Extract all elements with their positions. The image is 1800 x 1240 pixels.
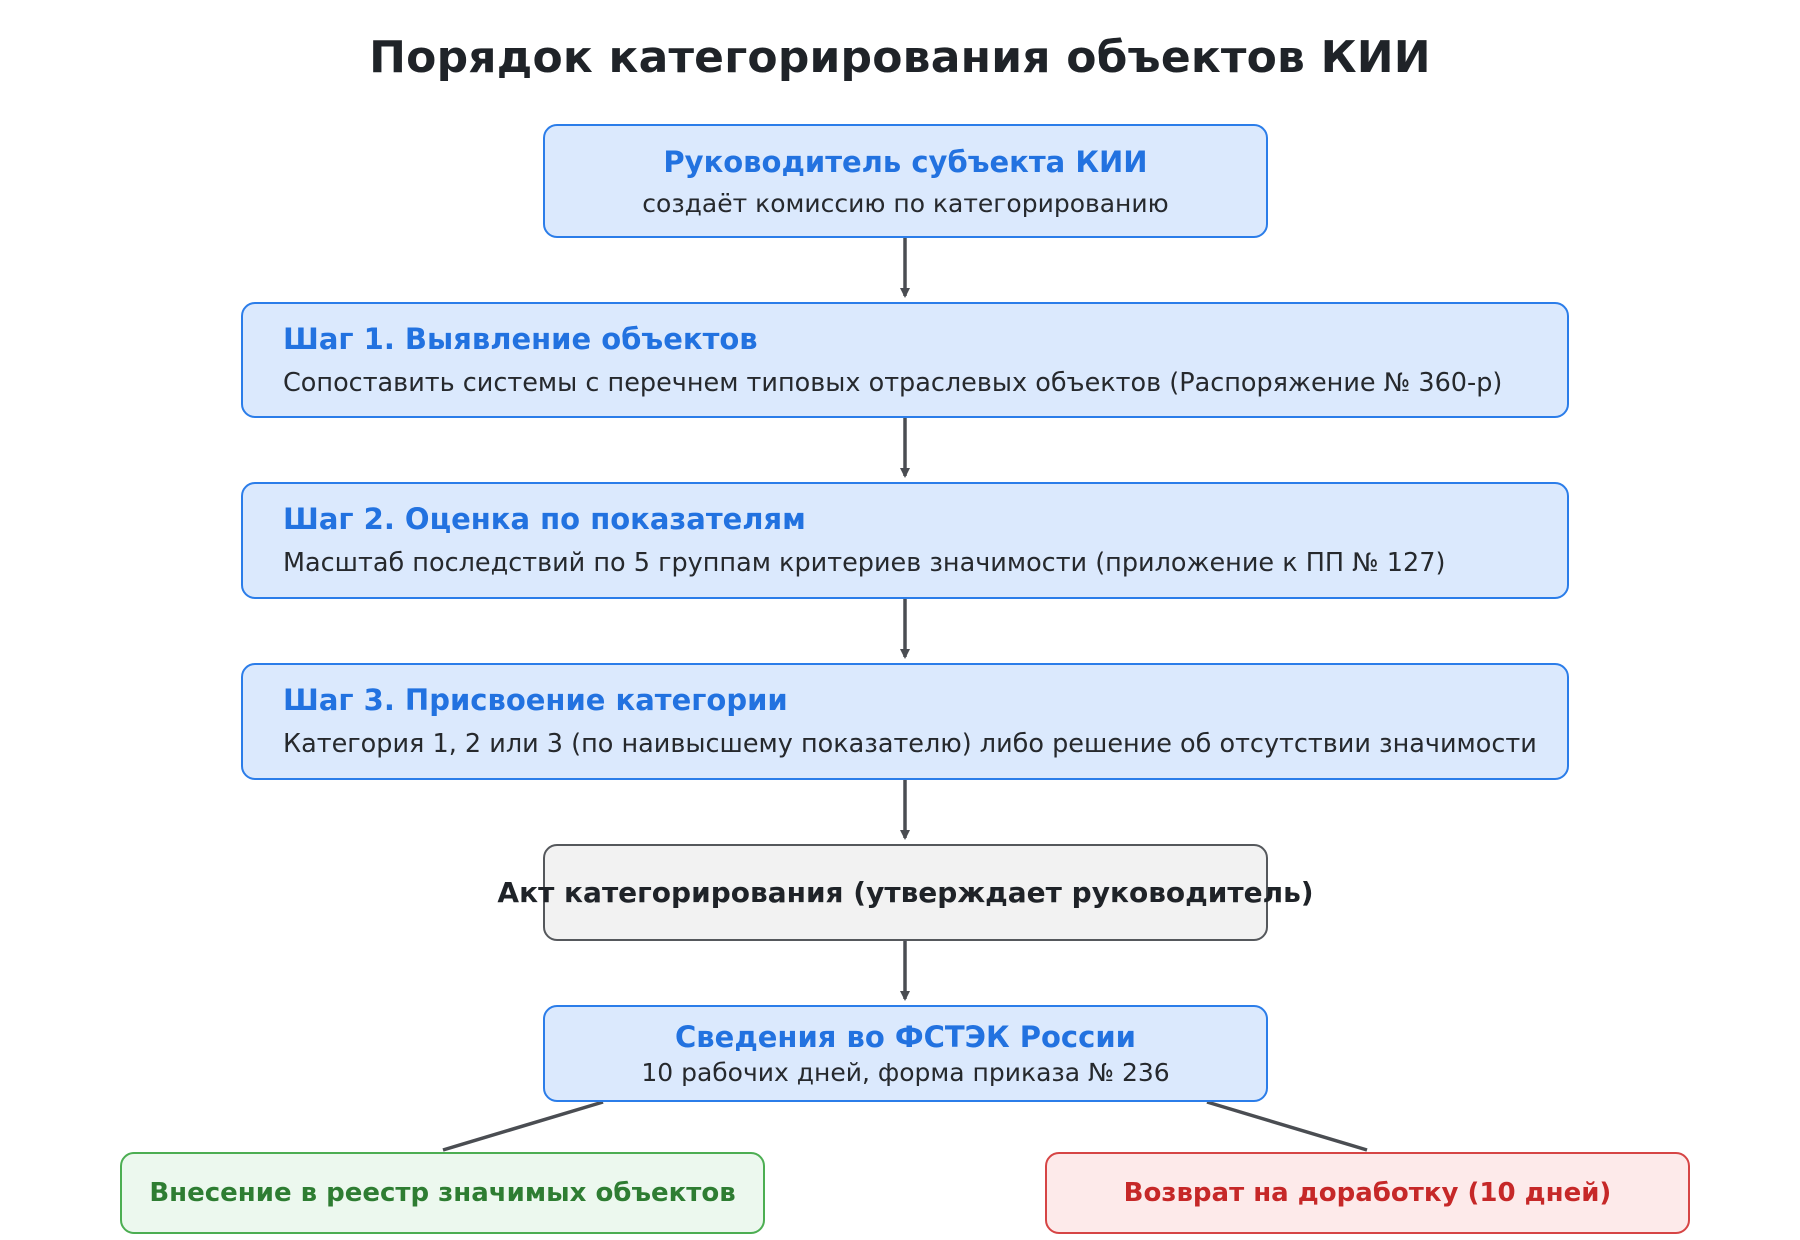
node-step2-title: Шаг 2. Оценка по показателям [283, 502, 806, 536]
node-step3: Шаг 3. Присвоение категории Категория 1,… [241, 663, 1569, 780]
node-head: Руководитель субъекта КИИ создаёт комисс… [543, 124, 1268, 238]
node-rework-title: Возврат на доработку (10 дней) [1123, 1178, 1612, 1208]
node-step1-title: Шаг 1. Выявление объектов [283, 322, 758, 356]
node-fstec: Сведения во ФСТЭК России 10 рабочих дней… [543, 1005, 1268, 1102]
node-rework: Возврат на доработку (10 дней) [1045, 1152, 1690, 1234]
node-step1-subtitle: Сопоставить системы с перечнем типовых о… [283, 368, 1503, 398]
node-step2-subtitle: Масштаб последствий по 5 группам критери… [283, 548, 1446, 578]
node-act-title: Акт категорирования (утверждает руководи… [497, 876, 1314, 909]
node-step3-subtitle: Категория 1, 2 или 3 (по наивысшему пока… [283, 729, 1537, 759]
line-fstec-to-rework [1206, 1100, 1368, 1152]
node-step2: Шаг 2. Оценка по показателям Масштаб пос… [241, 482, 1569, 599]
diagram-title: Порядок категорирования объектов КИИ [369, 32, 1431, 83]
node-fstec-subtitle: 10 рабочих дней, форма приказа № 236 [641, 1058, 1170, 1087]
node-act: Акт категорирования (утверждает руководи… [497, 844, 1314, 941]
node-head-subtitle: создаёт комиссию по категорированию [642, 188, 1169, 218]
line-fstec-to-registry [442, 1100, 604, 1152]
node-fstec-title: Сведения во ФСТЭК России [675, 1020, 1136, 1054]
node-head-title: Руководитель субъекта КИИ [663, 144, 1148, 179]
node-step3-title: Шаг 3. Присвоение категории [283, 683, 788, 717]
node-step1: Шаг 1. Выявление объектов Сопоставить си… [241, 302, 1569, 418]
node-registry: Внесение в реестр значимых объектов [120, 1152, 765, 1234]
node-registry-title: Внесение в реестр значимых объектов [149, 1178, 736, 1208]
